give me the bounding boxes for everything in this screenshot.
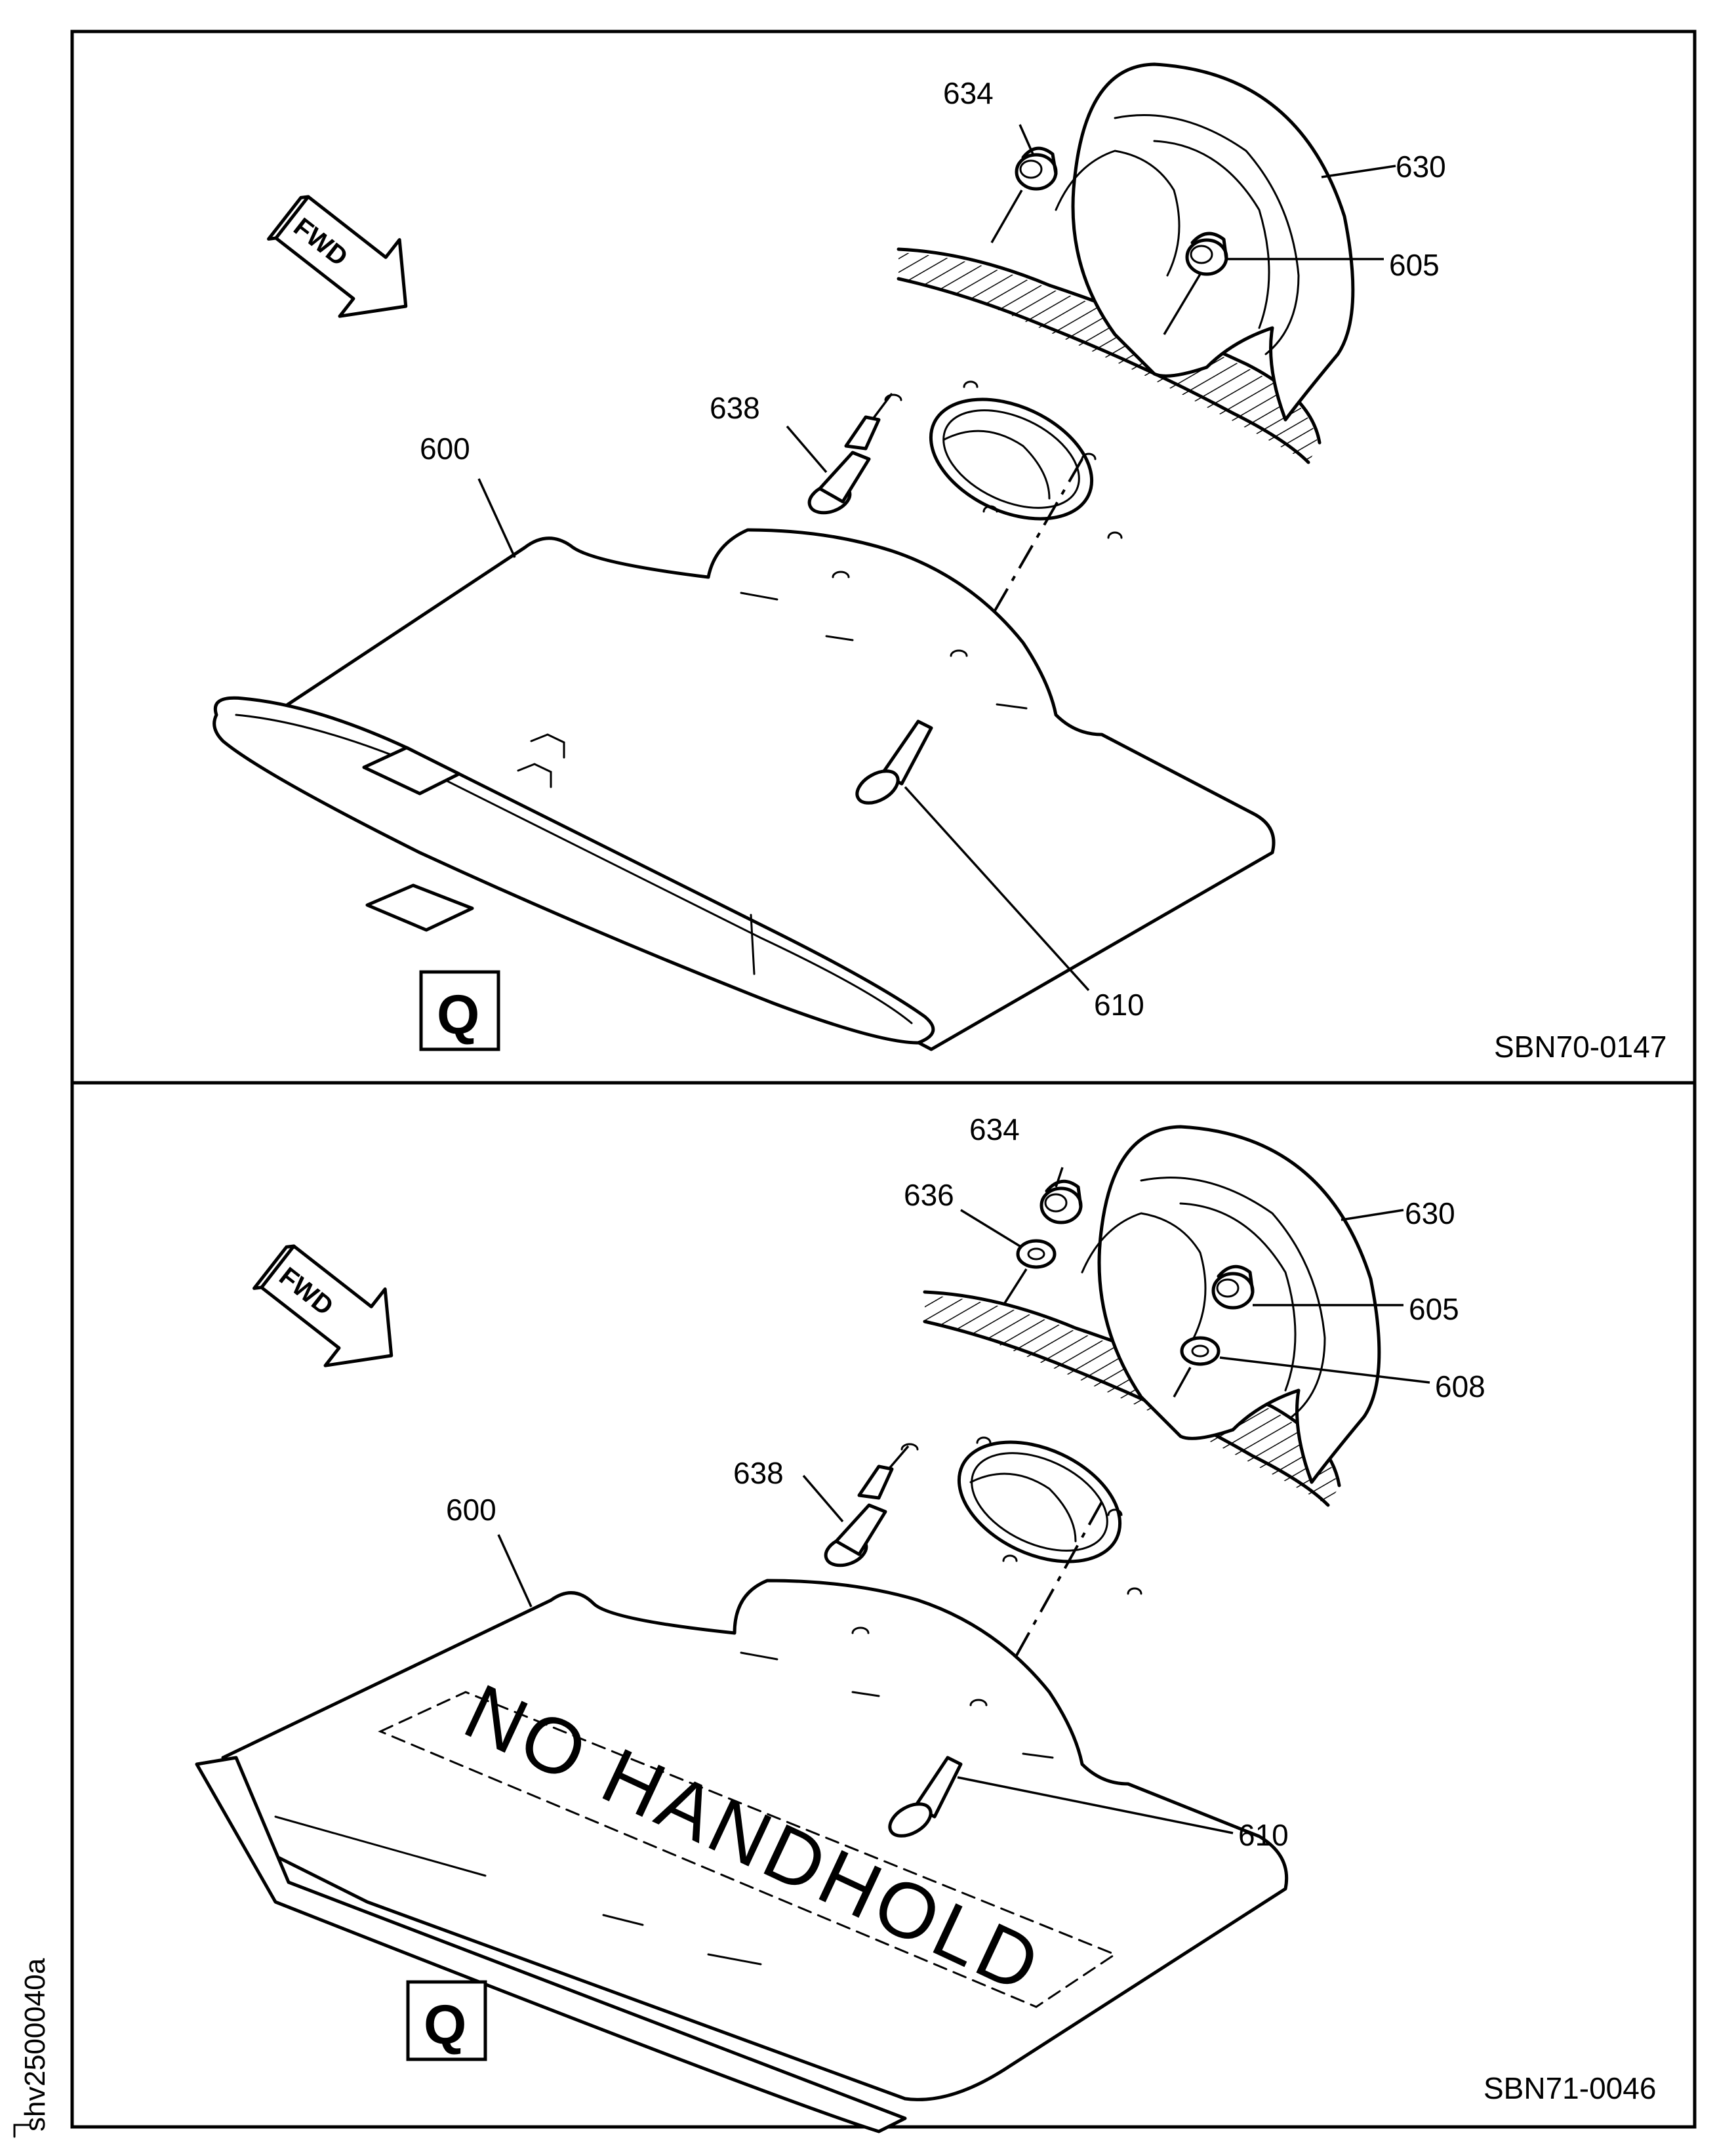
leader-634 — [1019, 124, 1034, 155]
part-600-plate — [195, 1579, 1289, 2133]
side-label-text: shv2500040a — [19, 1958, 51, 2131]
callout-608: 608 — [1435, 1369, 1485, 1403]
fwd-arrow-icon: FWD — [267, 195, 408, 318]
view-q-letter: Q — [424, 1994, 466, 2055]
view-q-box: Q — [419, 970, 500, 1051]
part-638-screw — [802, 1445, 910, 1567]
part-605-nut — [1163, 232, 1228, 335]
part-636-washer — [960, 1209, 1057, 1306]
view-q-letter: Q — [437, 984, 479, 1045]
figure-code-top: SBN70-0147 — [1494, 1030, 1666, 1064]
callout-638: 638 — [710, 391, 760, 425]
callout-610: 610 — [1094, 988, 1144, 1022]
leader-630 — [1321, 165, 1396, 178]
part-610-screw — [888, 1756, 1234, 1838]
figure-code-bottom: SBN71-0046 — [1484, 2071, 1656, 2105]
leader-630 — [1341, 1209, 1404, 1221]
callout-634: 634 — [943, 76, 994, 110]
part-634-nut — [1040, 1167, 1083, 1224]
oval-gasket — [900, 1436, 1142, 1595]
callout-600: 600 — [420, 432, 470, 466]
part-634-nut — [990, 146, 1058, 243]
callout-605: 605 — [1409, 1292, 1459, 1326]
part-610-screw — [855, 719, 1090, 992]
airfoil-lip — [212, 696, 935, 1045]
part-638-screw — [786, 392, 893, 515]
view-q-box: Q — [406, 1980, 487, 2061]
callout-630: 630 — [1396, 150, 1446, 184]
side-label: shv2500040a — [13, 1958, 51, 2138]
fwd-arrow-icon: FWD — [252, 1244, 394, 1367]
leader-600 — [477, 478, 516, 558]
callout-634: 634 — [969, 1112, 1020, 1146]
panel-top: FWD — [70, 30, 1697, 1085]
callout-638: 638 — [733, 1456, 784, 1490]
callout-610: 610 — [1238, 1818, 1289, 1852]
callout-600: 600 — [446, 1493, 496, 1527]
part-608-washer — [1173, 1336, 1430, 1398]
callout-636: 636 — [904, 1178, 954, 1212]
part-605-nut — [1211, 1264, 1403, 1310]
leader-600 — [497, 1534, 533, 1607]
callout-605: 605 — [1389, 248, 1440, 282]
panel-bottom: FWD — [70, 1081, 1697, 2133]
oval-gasket — [884, 380, 1123, 539]
callout-630: 630 — [1405, 1196, 1455, 1230]
